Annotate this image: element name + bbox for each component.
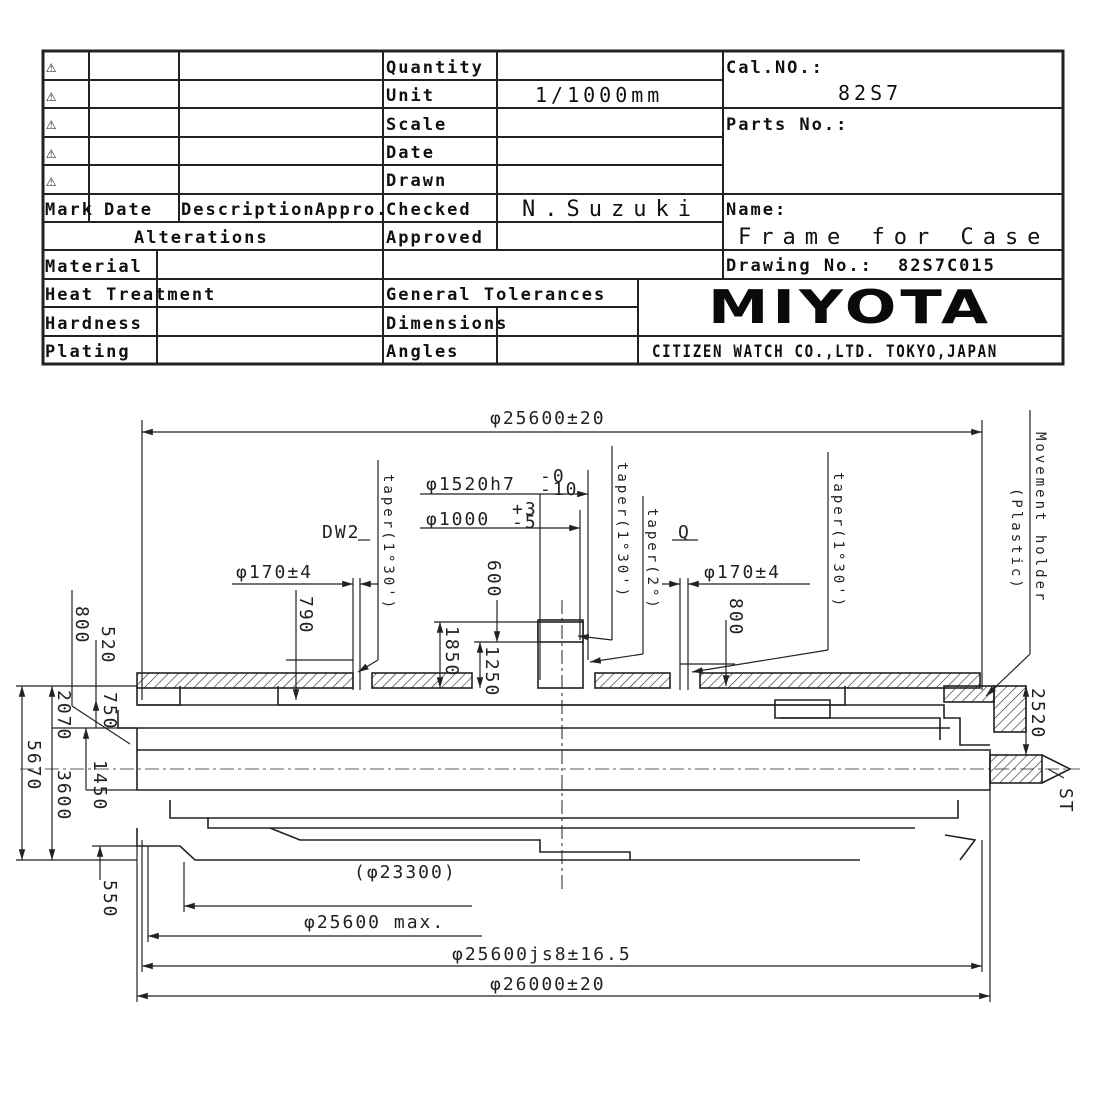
dim-d1520: φ1520h7 xyxy=(426,474,516,495)
name-value: Frame for Case xyxy=(738,225,1049,250)
dim-d26000: φ26000±20 xyxy=(490,974,606,995)
miyota-logo: MIYOTA xyxy=(708,280,992,334)
date-label: Date xyxy=(386,143,435,163)
parts-no-label: Parts No.: xyxy=(726,115,848,135)
dim-d25600-js8: φ25600js8±16.5 xyxy=(452,944,632,965)
plating-label: Plating xyxy=(45,342,131,362)
dim-1250: 1250 xyxy=(481,646,502,697)
dim-d25600-max: φ25600 max. xyxy=(304,912,445,933)
header-description: Description xyxy=(181,200,316,220)
note-movement-holder: Movement holder xyxy=(1032,432,1048,603)
dim-d1520-tol-upper: -0 xyxy=(540,466,566,487)
note-plastic: (Plastic) xyxy=(1008,488,1024,591)
dim-d1000-tol-lower: -5 xyxy=(512,512,538,533)
title-block: ⚠ ⚠ ⚠ ⚠ ⚠ Mark Date Description Appro. A… xyxy=(41,49,1065,366)
material-label: Material xyxy=(45,257,143,277)
heat-treatment-label: Heat Treatment xyxy=(45,285,216,305)
drawing-no-label: Drawing No.: xyxy=(726,256,873,276)
dim-550: 550 xyxy=(99,880,120,919)
dim-3600: 3600 xyxy=(53,770,74,821)
dim-1450: 1450 xyxy=(89,760,110,811)
scale-label: Scale xyxy=(386,115,447,135)
dim-d1520-tol-lower: -10 xyxy=(540,479,579,500)
cal-no-value: 82S7 xyxy=(838,81,902,105)
unit-label: Unit xyxy=(386,86,435,106)
dim-d170-right: φ170±4 xyxy=(704,562,781,583)
dim-600: 600 xyxy=(483,560,504,599)
dim-d23300: (φ23300) xyxy=(354,862,457,883)
dim-790: 790 xyxy=(295,596,316,635)
dim-2520: 2520 xyxy=(1027,688,1048,739)
revision-mark-4: ⚠ xyxy=(46,143,58,163)
dim-2070: 2070 xyxy=(53,690,74,741)
frame-section xyxy=(20,600,1080,890)
dim-750: 750 xyxy=(99,692,120,731)
label-st: ST xyxy=(1055,788,1076,814)
label-q: Q xyxy=(678,522,691,543)
dim-1850: 1850 xyxy=(441,626,462,677)
revision-mark-5: ⚠ xyxy=(46,171,58,191)
approved-label: Approved xyxy=(386,228,484,248)
dim-5670: 5670 xyxy=(23,740,44,791)
revision-mark-3: ⚠ xyxy=(46,114,58,134)
note-taper-2: taper(2°) xyxy=(644,508,660,611)
company-name: CITIZEN WATCH CO.,LTD. TOKYO,JAPAN xyxy=(652,342,998,362)
dim-d170-left: φ170±4 xyxy=(236,562,313,583)
revision-mark-2: ⚠ xyxy=(46,86,58,106)
dim-800-left: 800 xyxy=(71,606,92,645)
checked-label: Checked xyxy=(386,200,472,220)
quantity-label: Quantity xyxy=(386,58,484,78)
revision-mark-1: ⚠ xyxy=(46,57,58,77)
header-date: Date xyxy=(104,200,153,220)
dim-d1000: φ1000 xyxy=(426,509,490,530)
cal-no-label: Cal.NO.: xyxy=(726,58,824,78)
drawn-label: Drawn xyxy=(386,171,447,191)
note-taper-left: taper(1°30') xyxy=(380,474,396,611)
dim-800-right: 800 xyxy=(725,598,746,637)
drawing-no-value: 82S7C015 xyxy=(898,256,996,276)
dim-d1000-tol-upper: +3 xyxy=(512,499,538,520)
note-taper-right: taper(1°30') xyxy=(830,472,846,609)
general-tolerances-label: General Tolerances xyxy=(386,285,606,305)
unit-value: 1/1000mm xyxy=(535,83,663,107)
dim-520: 520 xyxy=(97,626,118,665)
angles-label: Angles xyxy=(386,342,459,362)
header-approved: Appro. xyxy=(315,200,388,220)
note-taper-center: taper(1°30') xyxy=(614,462,630,599)
name-label: Name: xyxy=(726,200,787,220)
header-mark: Mark xyxy=(45,200,94,220)
checked-value: N.Suzuki xyxy=(522,197,700,222)
label-dw2: DW2 xyxy=(322,522,361,543)
dimensions-label: Dimensions xyxy=(386,314,508,334)
dim-top-diameter: φ25600±20 xyxy=(490,408,606,429)
header-alterations: Alterations xyxy=(134,228,269,248)
hardness-label: Hardness xyxy=(45,314,143,334)
